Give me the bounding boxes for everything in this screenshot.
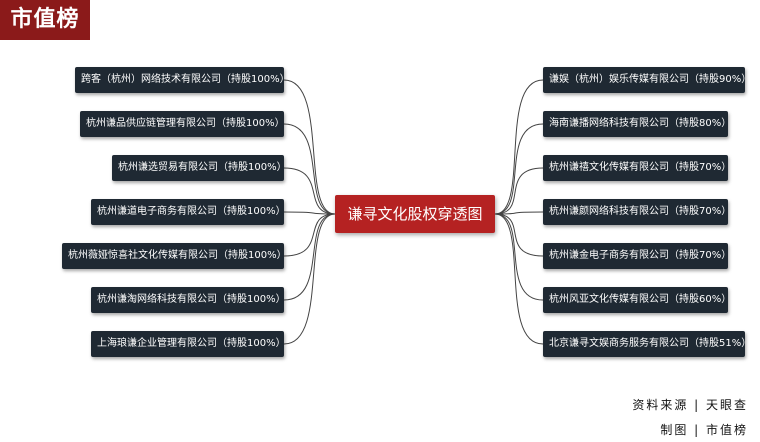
- connector-line: [494, 167, 544, 215]
- right-company-node: 北京谦寻文娱商务服务有限公司（持股51%）: [543, 331, 751, 357]
- left-company-node: 杭州谦选贸易有限公司（持股100%）: [112, 155, 287, 181]
- left-company-node: 杭州薇娅惊喜社文化传媒有限公司（持股100%）: [62, 243, 287, 269]
- connector-line: [494, 123, 544, 215]
- connector-line: [283, 211, 336, 215]
- connector-line: [283, 213, 336, 257]
- connector-line: [494, 213, 544, 301]
- right-company-node: 海南谦播网络科技有限公司（持股80%）: [543, 111, 731, 137]
- right-company-node: 杭州谦禧文化传媒有限公司（持股70%）: [543, 155, 731, 181]
- connector-line: [283, 123, 336, 215]
- connector-line: [494, 211, 544, 215]
- right-company-node: 杭州谦颜网络科技有限公司（持股70%）: [543, 199, 731, 225]
- left-company-node: 杭州谦道电子商务有限公司（持股100%）: [91, 199, 286, 225]
- connector-line: [283, 213, 336, 301]
- connector-line: [283, 213, 336, 345]
- left-company-node: 杭州谦淘网络科技有限公司（持股100%）: [91, 287, 286, 313]
- connector-line: [283, 167, 336, 215]
- brand-logo: 市值榜: [0, 0, 90, 40]
- connector-line: [494, 79, 544, 215]
- connector-line: [494, 213, 544, 257]
- connector-line: [494, 213, 544, 345]
- left-company-node: 杭州谦品供应链管理有限公司（持股100%）: [80, 111, 285, 137]
- right-company-node: 杭州风亚文化传媒有限公司（持股60%）: [543, 287, 731, 313]
- right-company-node: 谦娱（杭州）娱乐传媒有限公司（持股90%）: [543, 67, 751, 93]
- left-company-node: 跨客（杭州）网络技术有限公司（持股100%）: [75, 67, 290, 93]
- center-node: 谦寻文化股权穿透图: [335, 195, 495, 233]
- made-by-credit: 制图 | 市值榜: [660, 423, 748, 437]
- right-company-node: 杭州谦金电子商务有限公司（持股70%）: [543, 243, 731, 269]
- connector-line: [283, 79, 336, 215]
- left-company-node: 上海琅谦企业管理有限公司（持股100%）: [91, 331, 286, 357]
- source-credit: 资料来源 | 天眼查: [632, 398, 748, 412]
